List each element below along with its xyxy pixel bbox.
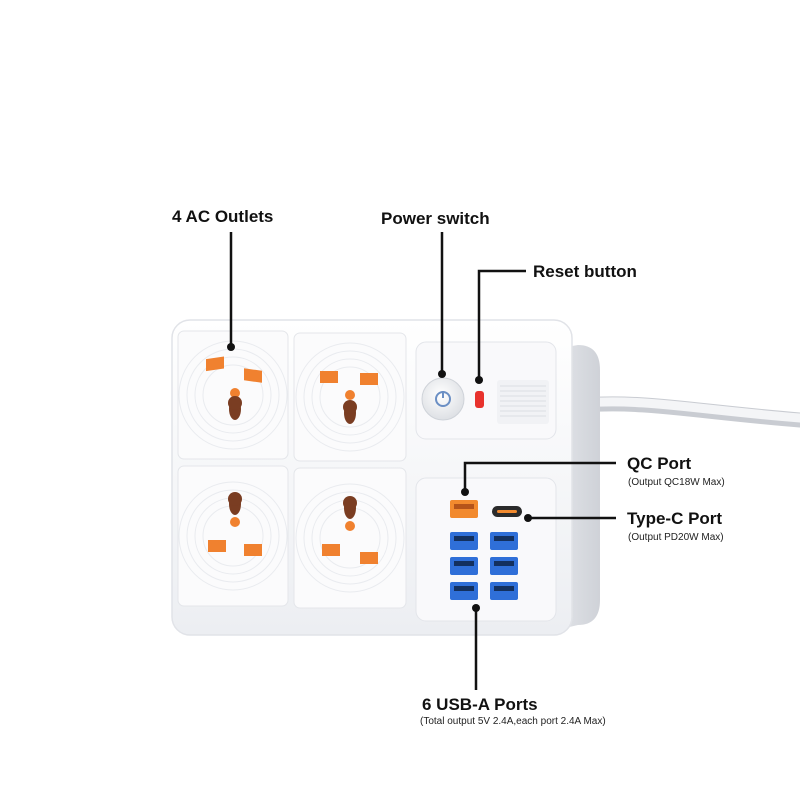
- callout-lines: [227, 232, 616, 690]
- usb-a-ports-label: 6 USB-A Ports: [422, 695, 538, 714]
- reset-button: [475, 391, 484, 408]
- ac-outlet: [177, 330, 289, 460]
- usb-a-port: [450, 532, 478, 550]
- usb-a-ports: [450, 532, 518, 600]
- power-switch-button: [421, 377, 465, 421]
- qc-port: [450, 500, 478, 518]
- usb-a-port: [450, 557, 478, 575]
- usb-panel: [415, 477, 557, 622]
- type-c-port: [492, 506, 522, 517]
- ac-outlet: [293, 332, 407, 462]
- power-switch-label: Power switch: [381, 209, 490, 228]
- usb-a-port: [450, 582, 478, 600]
- usb-a-port: [490, 532, 518, 550]
- qc-port-label: QC Port: [627, 454, 692, 473]
- reset-button-label: Reset button: [533, 262, 637, 281]
- type-c-port-label: Type-C Port: [627, 509, 723, 528]
- usb-a-ports-detail: (Total output 5V 2.4A,each port 2.4A Max…: [420, 716, 606, 727]
- usb-a-port: [490, 582, 518, 600]
- ac-outlets: [177, 330, 407, 609]
- ac-outlets-label: 4 AC Outlets: [172, 207, 274, 226]
- ac-outlet: [177, 465, 289, 607]
- usb-a-port: [490, 557, 518, 575]
- qc-port-detail: (Output QC18W Max): [628, 477, 725, 488]
- type-c-port-detail: (Output PD20W Max): [628, 532, 724, 543]
- ac-outlet: [293, 467, 407, 609]
